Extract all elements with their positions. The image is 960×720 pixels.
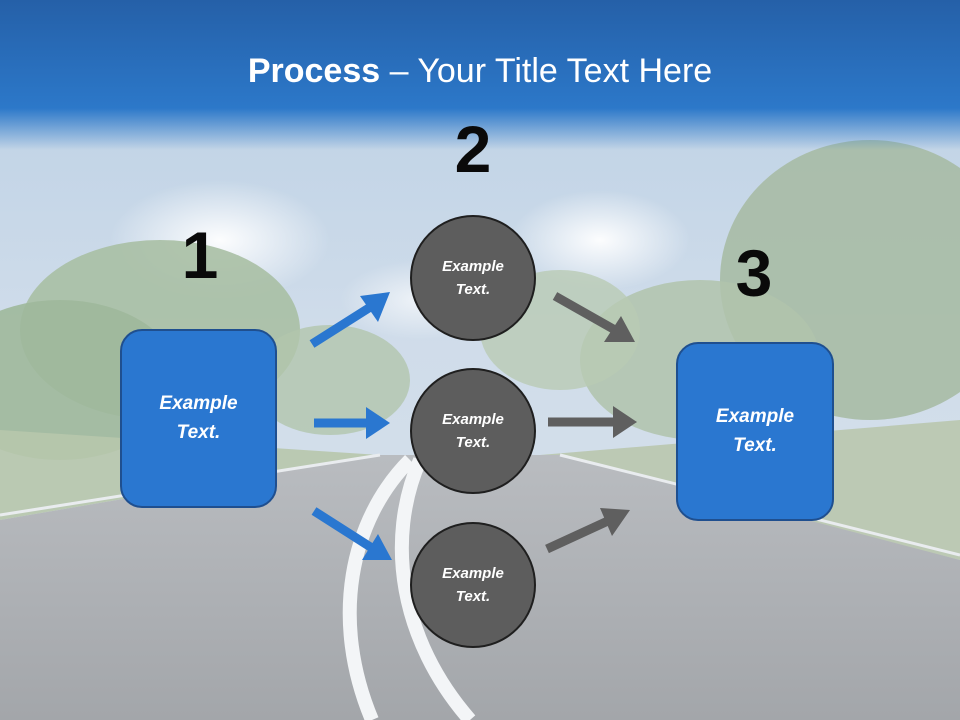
arrow-bottom-to-right [545,508,630,554]
arrow-center-to-right [548,406,637,438]
title-rest: – Your Title Text Here [380,52,713,90]
middle-circle-center: Example Text. [410,368,536,494]
middle-circle-top: Example Text. [410,215,536,341]
arrow-left-to-top [309,292,390,348]
title-strong: Process [247,52,381,90]
step-number-1: 1 [181,218,219,292]
arrow-left-to-bottom [311,507,392,560]
left-step-box: Example Text. [120,329,277,508]
arrow-top-to-right [552,292,635,342]
circle-top-line1: Example [442,257,504,275]
step-number-3: 3 [735,236,773,310]
circle-bottom-line2: Text. [455,588,491,605]
slide-title: Process – Your Title Text Here [0,52,960,91]
left-box-line2: Text. [176,421,221,443]
arrow-left-to-center [314,407,390,439]
left-box-line1: Example [159,393,238,414]
circle-top-line2: Text. [455,281,491,298]
circle-center-line1: Example [442,410,504,428]
right-box-line2: Text. [733,434,777,456]
step-number-2: 2 [454,112,492,186]
right-box-line1: Example [715,406,795,427]
middle-circle-bottom: Example Text. [410,522,536,648]
circle-center-line2: Text. [455,434,491,451]
circle-bottom-line1: Example [442,564,504,582]
right-step-box: Example Text. [676,342,834,521]
